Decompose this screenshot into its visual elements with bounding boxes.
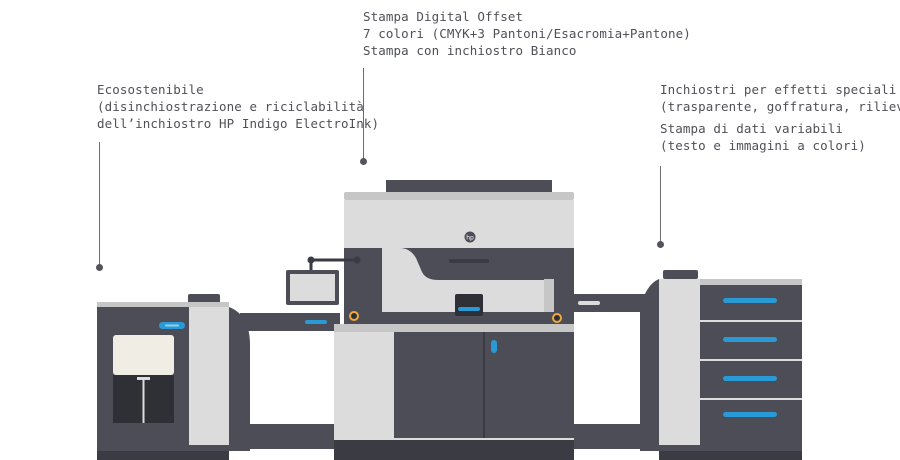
callout-right: Inchiostri per effetti speciali (traspar… bbox=[660, 81, 900, 154]
right-conveyor bbox=[565, 294, 645, 312]
callout-top-line-1: Stampa Digital Offset bbox=[363, 9, 524, 24]
left-feeder bbox=[97, 294, 250, 460]
control-screen-icon bbox=[286, 256, 361, 305]
hp-logo-icon bbox=[464, 231, 476, 243]
leader-left-dot bbox=[96, 264, 103, 271]
callout-left-line-1: Ecosostenibile bbox=[97, 82, 204, 97]
leader-top bbox=[363, 68, 364, 160]
leader-right bbox=[660, 166, 661, 242]
left-conveyor bbox=[240, 313, 340, 331]
callout-right-b-line-1: Stampa di dati variabili bbox=[660, 121, 844, 136]
callout-right-a-line-1: Inchiostri per effetti speciali bbox=[660, 82, 897, 97]
callout-right-b-line-2: (testo e immagini a colori) bbox=[660, 138, 866, 153]
right-stacker bbox=[640, 270, 802, 460]
callout-left: Ecosostenibile (disinchiostrazione e ric… bbox=[97, 81, 379, 132]
central-press: hp bbox=[334, 180, 574, 460]
callout-top: Stampa Digital Offset 7 colori (CMYK+3 P… bbox=[363, 8, 691, 59]
hp-logo-text: hp bbox=[466, 235, 474, 242]
leader-right-dot bbox=[657, 241, 664, 248]
callout-left-line-2: (disinchiostrazione e riciclabilità bbox=[97, 99, 364, 114]
leader-left bbox=[99, 142, 100, 266]
paper-stack-icon bbox=[113, 335, 174, 375]
leader-top-dot bbox=[360, 158, 367, 165]
callout-right-a-line-2: (trasparente, goffratura, rilievo) bbox=[660, 99, 900, 114]
callout-top-line-3: Stampa con inchiostro Bianco bbox=[363, 43, 577, 58]
callout-top-line-2: 7 colori (CMYK+3 Pantoni/Esacromia+Panto… bbox=[363, 26, 691, 41]
callout-left-line-3: dell’inchiostro HP Indigo ElectroInk) bbox=[97, 116, 380, 131]
